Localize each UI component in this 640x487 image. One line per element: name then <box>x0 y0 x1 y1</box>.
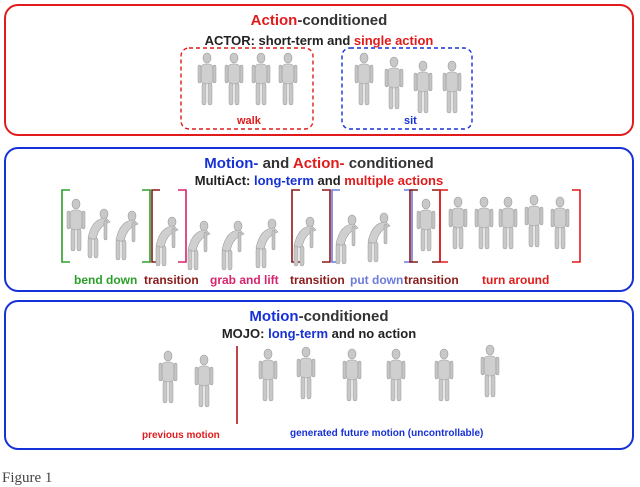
bracket-transition-3-left <box>409 189 418 263</box>
sit-label: sit <box>404 115 417 127</box>
walk-figure <box>224 52 244 106</box>
segment-transition-3: transition <box>404 273 459 287</box>
segment-bend-down: bend down <box>74 273 138 287</box>
multiact-figure <box>155 216 179 267</box>
multiact-figure <box>550 196 570 250</box>
previous-motion-label: previous motion <box>142 430 220 441</box>
bracket-bend-down-right <box>142 189 151 263</box>
segment-transition-1: transition <box>144 273 199 287</box>
walk-figure <box>251 52 271 106</box>
sit-figure <box>442 60 462 114</box>
future-motion-label: generated future motion (uncontrollable) <box>290 428 484 439</box>
walk-figure <box>278 52 298 106</box>
multiact-figure <box>474 196 494 250</box>
future-motion-figure <box>386 348 406 402</box>
future-motion-figure <box>480 344 500 398</box>
bracket-bend-down-left <box>61 189 70 263</box>
segment-transition-2: transition <box>290 273 345 287</box>
multiact-figure <box>187 220 211 271</box>
bracket-turn-right <box>572 189 581 263</box>
sit-figure <box>384 56 404 110</box>
multiact-figure <box>221 220 245 271</box>
previous-motion-figure <box>194 354 214 408</box>
multiact-subtitle: MultiAct: long-term and multiple actions <box>194 173 444 188</box>
multiact-figure <box>367 212 391 263</box>
sit-figure <box>354 52 374 106</box>
mojo-panel: Motion-conditioned MOJO: long-term and n… <box>4 300 634 450</box>
mojo-title: Motion-conditioned <box>249 308 389 325</box>
previous-motion-figure <box>158 350 178 404</box>
sit-box <box>341 47 473 130</box>
future-motion-figure <box>258 348 278 402</box>
multiact-figure <box>498 196 518 250</box>
segment-put-down: put down <box>350 273 404 287</box>
multiact-figure <box>255 218 279 269</box>
multiact-figure <box>524 194 544 248</box>
future-motion-figure <box>434 348 454 402</box>
multiact-figure <box>416 198 436 252</box>
actor-title: Action-conditioned <box>250 12 388 29</box>
segment-grab-and-lift: grab and lift <box>210 273 279 287</box>
walk-label: walk <box>237 115 261 127</box>
walk-figure <box>197 52 217 106</box>
actor-subtitle: ACTOR: short-term and single action <box>204 33 434 48</box>
multiact-figure <box>448 196 468 250</box>
segment-turn-around: turn around <box>482 273 550 287</box>
multiact-figure <box>115 210 139 261</box>
multiact-figure <box>87 208 111 259</box>
bracket-turn-left <box>439 189 448 263</box>
bracket-put-down-right <box>404 189 413 263</box>
future-motion-figure <box>296 346 316 400</box>
mojo-subtitle: MOJO: long-term and no action <box>221 326 417 341</box>
bracket-transition-2-right <box>322 189 331 263</box>
walk-box <box>180 47 314 130</box>
multiact-title: Motion- and Action- conditioned <box>204 155 434 172</box>
multiact-figure <box>335 214 359 265</box>
multiact-figure <box>66 198 86 252</box>
multiact-figure <box>293 216 317 267</box>
future-motion-figure <box>342 348 362 402</box>
sit-figure <box>413 60 433 114</box>
actor-panel: Action-conditioned ACTOR: short-term and… <box>4 4 634 136</box>
bracket-grab-right <box>178 189 187 263</box>
multiact-panel: Motion- and Action- conditioned MultiAct… <box>4 147 634 292</box>
